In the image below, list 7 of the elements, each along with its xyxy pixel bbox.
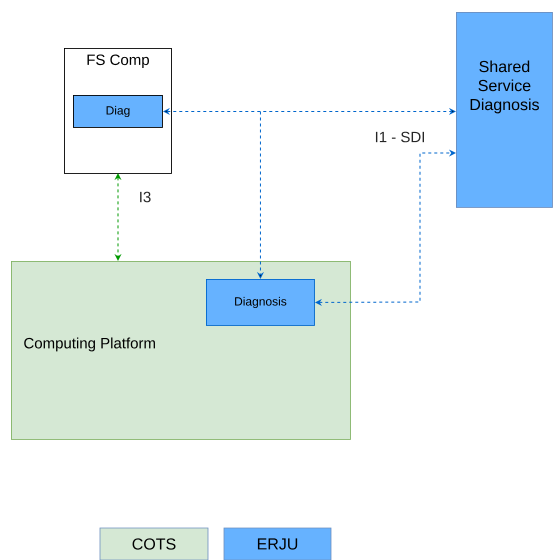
process-box: Diag [73, 95, 163, 128]
edge-label: I1 - SDI [374, 130, 426, 144]
edge-label: I3 [138, 190, 152, 204]
legend-item: COTS [100, 528, 208, 560]
service-box: Shared Service Diagnosis [456, 12, 553, 208]
legend-item: ERJU [224, 528, 332, 560]
process-box: Diagnosis [206, 279, 315, 326]
